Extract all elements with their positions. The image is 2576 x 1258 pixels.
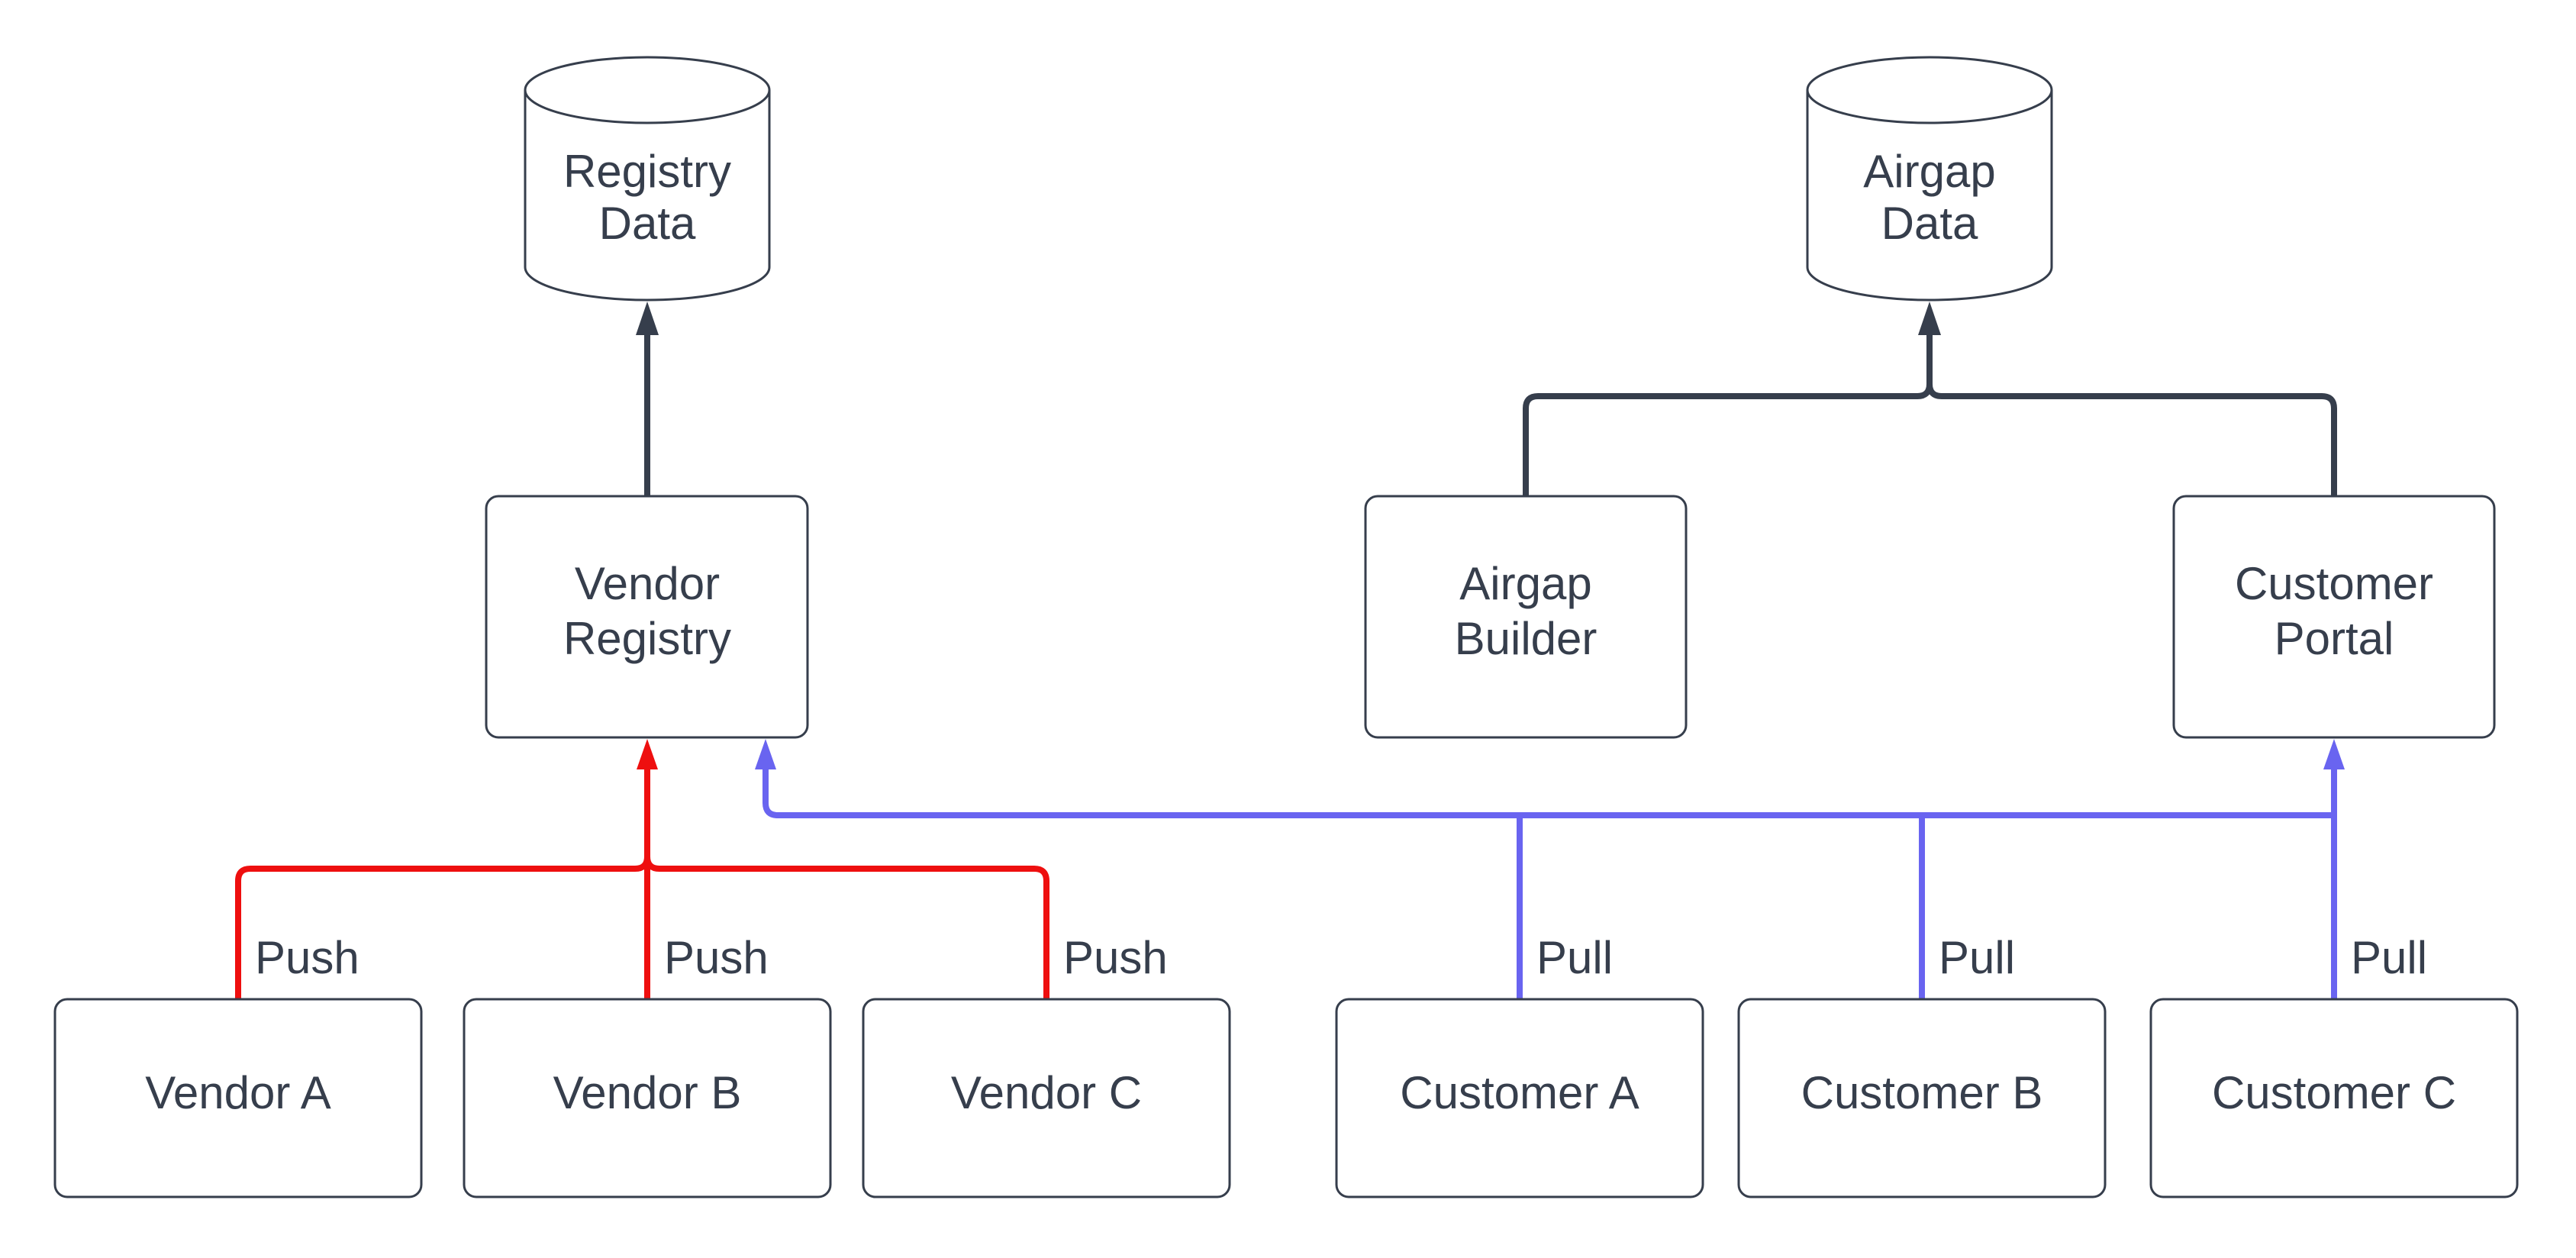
node-label: Customer A	[1400, 1067, 1639, 1118]
node-vendor-registry: Vendor Registry	[485, 495, 809, 739]
node-label: Data	[599, 198, 696, 249]
node-box	[485, 495, 809, 739]
node-airgap-data: Airgap Data	[1806, 56, 2053, 302]
edge-label-pull-c: Pull	[2351, 932, 2427, 983]
node-customer-portal: Customer Portal	[2172, 495, 2496, 739]
node-label: Customer C	[2212, 1067, 2456, 1118]
node-label: Customer B	[1801, 1067, 2043, 1118]
node-registry-data: Registry Data	[524, 56, 771, 302]
edge-airgap-builder-to-airgap-data	[1523, 335, 1933, 496]
node-box	[2149, 998, 2519, 1198]
node-box	[862, 998, 1231, 1198]
edge-label-push-c: Push	[1063, 932, 1168, 983]
arrowhead-push-vendor-registry	[637, 739, 658, 769]
arrowhead-pull-vendor-registry	[755, 739, 776, 769]
node-box	[463, 998, 832, 1198]
edge-pull-trunk-to-vendor-registry	[762, 769, 2334, 818]
node-label: Customer	[2235, 558, 2433, 609]
node-label: Airgap	[1459, 558, 1591, 609]
node-box	[1737, 998, 2107, 1198]
cylinder-body	[524, 90, 771, 302]
edge-label-push-a: Push	[255, 932, 359, 983]
edge-label-pull-b: Pull	[1939, 932, 2015, 983]
node-customer-b: Customer B	[1737, 998, 2107, 1198]
node-airgap-builder: Airgap Builder	[1364, 495, 1688, 739]
edge-labels: Push Push Push Pull Pull Pull	[255, 932, 2427, 983]
node-label: Vendor	[575, 558, 720, 609]
node-label: Airgap	[1863, 146, 1995, 197]
node-label: Vendor A	[145, 1067, 331, 1118]
node-label: Vendor B	[553, 1067, 742, 1118]
edge-group-push	[235, 739, 1049, 999]
node-box	[1335, 998, 1704, 1198]
node-vendor-b: Vendor B	[463, 998, 832, 1198]
cylinder-top	[1806, 56, 2053, 124]
arrowhead-registry-data	[636, 302, 659, 335]
node-customer-c: Customer C	[2149, 998, 2519, 1198]
node-vendor-c: Vendor C	[862, 998, 1231, 1198]
node-label: Builder	[1455, 613, 1598, 664]
edge-group-data-flow	[636, 302, 2337, 496]
node-box	[1364, 495, 1688, 739]
node-label: Data	[1881, 198, 1978, 249]
node-label: Portal	[2275, 613, 2394, 664]
cylinder-top	[524, 56, 771, 124]
arrowhead-airgap-data	[1918, 302, 1941, 335]
edge-label-pull-a: Pull	[1536, 932, 1613, 983]
node-label: Registry	[563, 146, 731, 197]
edge-group-pull	[755, 739, 2345, 999]
node-label: Registry	[563, 613, 731, 664]
edge-customer-portal-to-airgap-data	[1926, 335, 2337, 496]
node-customer-a: Customer A	[1335, 998, 1704, 1198]
arrowhead-pull-customer-portal	[2323, 739, 2345, 769]
edge-label-push-b: Push	[664, 932, 769, 983]
cylinder-body	[1806, 90, 2053, 302]
node-label: Vendor C	[951, 1067, 1142, 1118]
node-box	[53, 998, 423, 1198]
node-box	[2172, 495, 2496, 739]
node-vendor-a: Vendor A	[53, 998, 423, 1198]
